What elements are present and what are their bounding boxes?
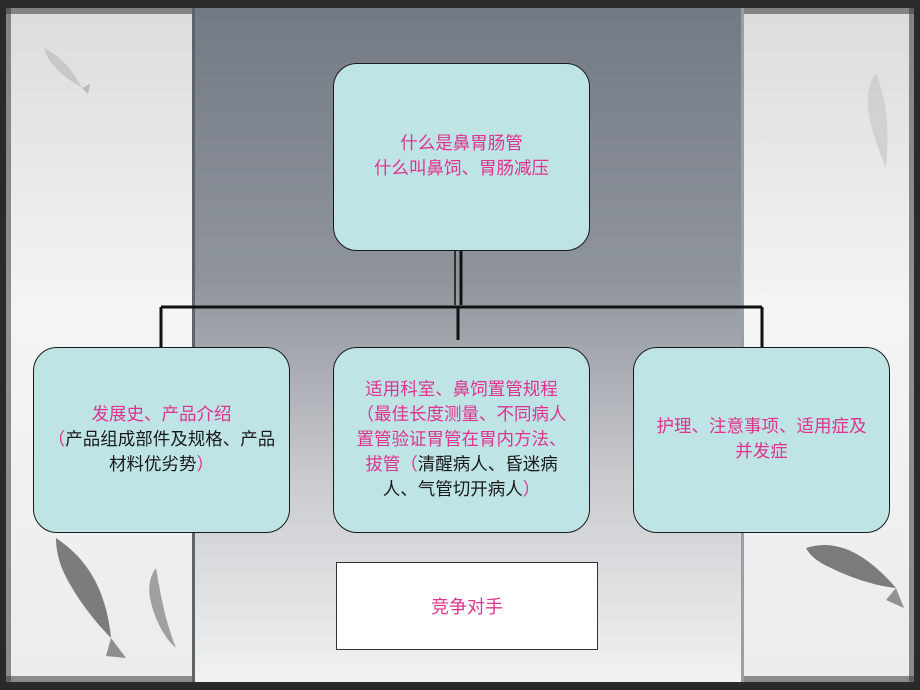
left-node: 发展史、产品介绍 （产品组成部件及规格、产品材料优劣势） [33, 347, 290, 533]
competitor-box: 竞争对手 [336, 562, 598, 650]
right-text: 护理、注意事项、适用症及并发症 [656, 417, 867, 462]
left-detail-text: 产品组成部件及规格、产品材料优劣势 [65, 429, 276, 475]
right-grunge-border [909, 8, 914, 682]
koi-fish-icon [56, 538, 176, 658]
left-detail: （产品组成部件及规格、产品材料优劣势） [44, 428, 279, 478]
middle-main-text: 适用科室、鼻饲置管规程（最佳长度测量、不同病人置管验证胃管在胃内方法、拔管 [356, 379, 567, 475]
left-open-paren: （ [47, 429, 66, 450]
middle-open-paren: （ [400, 454, 418, 475]
competitor-text: 竞争对手 [431, 597, 503, 618]
root-line-2: 什么叫鼻饲、胃肠减压 [374, 159, 549, 179]
koi-fish-icon [806, 544, 904, 608]
right-node: 护理、注意事项、适用症及并发症 [633, 347, 890, 533]
left-close-paren: ） [196, 454, 215, 475]
middle-node: 适用科室、鼻饲置管规程（最佳长度测量、不同病人置管验证胃管在胃内方法、拔管（清醒… [333, 347, 590, 533]
koi-fish-icon [44, 48, 90, 94]
root-node: 什么是鼻胃肠管 什么叫鼻饲、胃肠减压 [333, 63, 590, 251]
root-line-1: 什么是鼻胃肠管 [400, 134, 523, 154]
middle-close-paren: ） [522, 479, 541, 500]
left-title: 发展史、产品介绍 [91, 404, 232, 425]
left-grunge-border [6, 8, 11, 682]
middle-detail-text: 清醒病人、昏迷病人、气管切开病人 [382, 454, 558, 500]
koi-fish-icon [867, 73, 888, 168]
